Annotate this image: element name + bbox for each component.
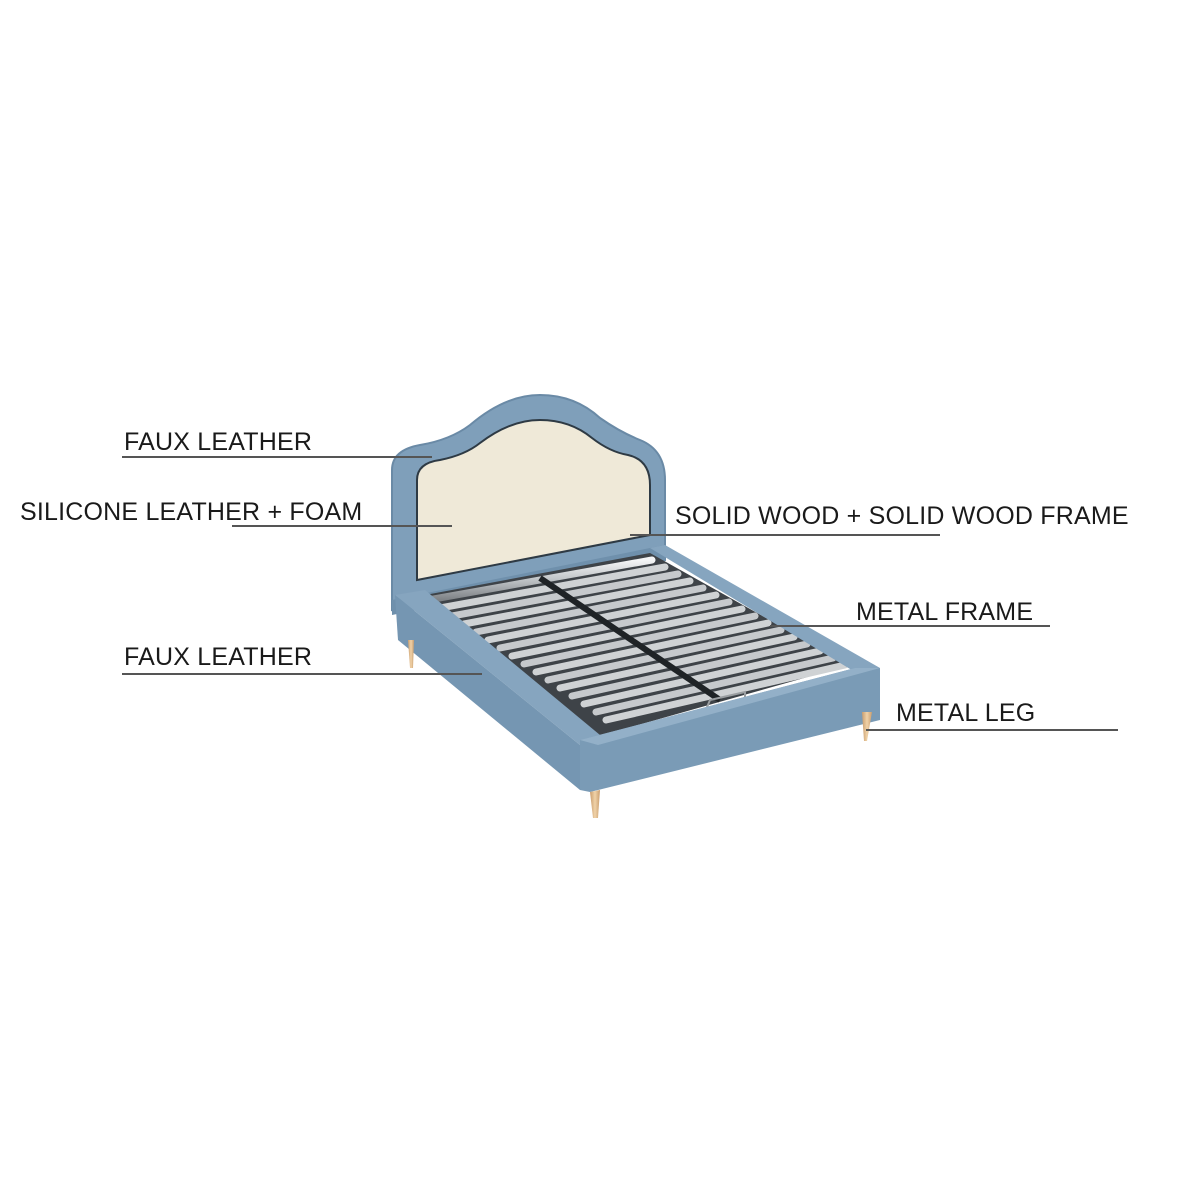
callout-headboard-border: FAUX LEATHER: [124, 428, 313, 456]
leader-line-leg: [866, 729, 1118, 731]
callout-slat-frame: METAL FRAME: [856, 598, 1034, 626]
leader-line-slat-frame: [770, 625, 1050, 627]
leader-line-headboard-panel: [232, 525, 452, 527]
leg-icon: [590, 790, 600, 818]
metal-legs: [408, 640, 872, 818]
leader-line-headboard-frame: [630, 534, 940, 536]
bed-frame: [395, 545, 880, 792]
callout-headboard-panel: SILICONE LEATHER + FOAM: [20, 498, 363, 526]
side-rail: [395, 590, 600, 745]
callout-side-rail: FAUX LEATHER: [124, 643, 313, 671]
foot-rail: [580, 668, 880, 792]
leader-line-headboard-border: [122, 456, 432, 458]
right-rail: [650, 545, 880, 672]
metal-slats: [424, 556, 849, 724]
callout-headboard-frame: SOLID WOOD + SOLID WOOD FRAME: [675, 502, 1129, 530]
leader-line-side-rail: [122, 673, 482, 675]
headboard-panel: [416, 418, 651, 582]
leg-icon: [408, 640, 414, 668]
callout-leg: METAL LEG: [896, 699, 1036, 727]
leg-icon: [862, 712, 872, 741]
